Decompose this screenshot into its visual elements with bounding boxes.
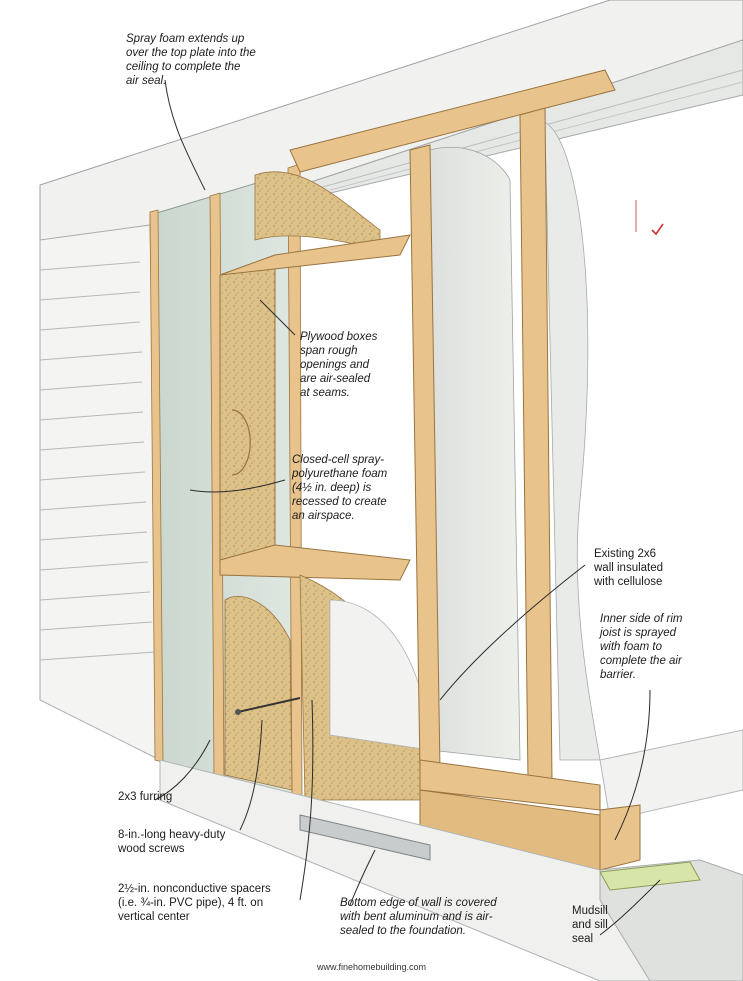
leader-existing-wall (439, 564, 586, 701)
label-spray-foam-top: Spray foam extends up over the top plate… (126, 33, 256, 87)
check-mark-icon (635, 200, 664, 236)
wood-screw (235, 697, 301, 715)
lap-siding (39, 224, 161, 761)
label-spacers: 2½-in. nonconductive spacers (i.e. ¾-in.… (118, 883, 271, 923)
existing-wall-cellulose (329, 119, 601, 761)
leader-rim-joist (614, 689, 651, 841)
leader-plywood-boxes (259, 299, 296, 336)
foundation (159, 759, 743, 981)
leader-spacers (299, 699, 314, 901)
leader-screws (239, 719, 263, 831)
label-furring: 2x3 furring (118, 791, 173, 803)
label-bottom-edge: Bottom edge of wall is covered with bent… (340, 897, 497, 937)
label-plywood-boxes: Plywood boxes span rough openings and ar… (300, 331, 378, 399)
callout-leaders (154, 79, 661, 936)
floor-surface (599, 729, 743, 871)
plywood-box (219, 234, 411, 581)
leader-mudsill (599, 879, 661, 936)
label-closed-cell: Closed-cell spray- polyurethane foam (4½… (292, 454, 388, 522)
label-existing-wall: Existing 2x6 wall insulated with cellulo… (594, 548, 664, 588)
leader-closed-cell (189, 479, 286, 493)
label-mudsill: Mudsill and sill seal (572, 905, 608, 945)
credit-url[interactable]: www.finehomebuilding.com (316, 962, 427, 972)
leader-bottom-edge (349, 849, 376, 906)
label-screws: 8-in.-long heavy-duty wood screws (118, 829, 226, 855)
aluminum-flashing (299, 814, 431, 861)
leader-furring (154, 739, 211, 801)
leader-spray-foam-top (164, 79, 206, 191)
label-rim-joist: Inner side of rim joist is sprayed with … (600, 613, 683, 681)
